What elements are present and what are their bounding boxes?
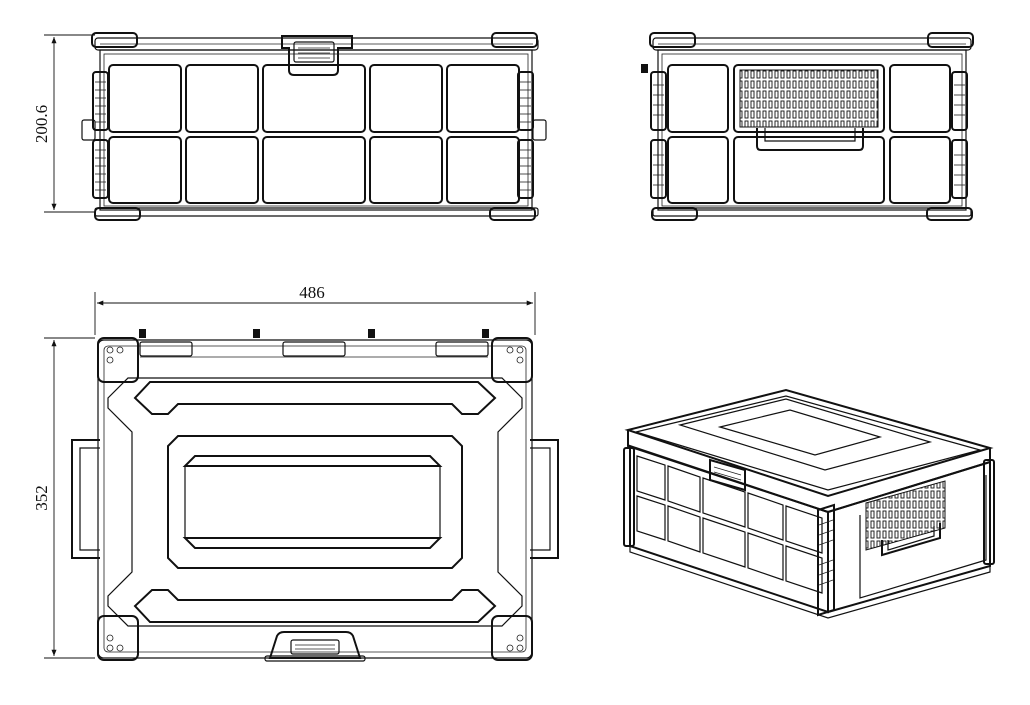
front-left-grips xyxy=(81,71,109,199)
front-view: 200.6 xyxy=(32,32,547,221)
side-view xyxy=(641,32,974,221)
width-dimension-label: 486 xyxy=(299,283,325,302)
front-right-grips xyxy=(517,71,547,199)
top-view: 486 352 xyxy=(32,283,559,662)
depth-dimension-label: 352 xyxy=(32,485,51,511)
isometric-view xyxy=(623,388,995,619)
height-dimension-label: 200.6 xyxy=(32,105,51,143)
